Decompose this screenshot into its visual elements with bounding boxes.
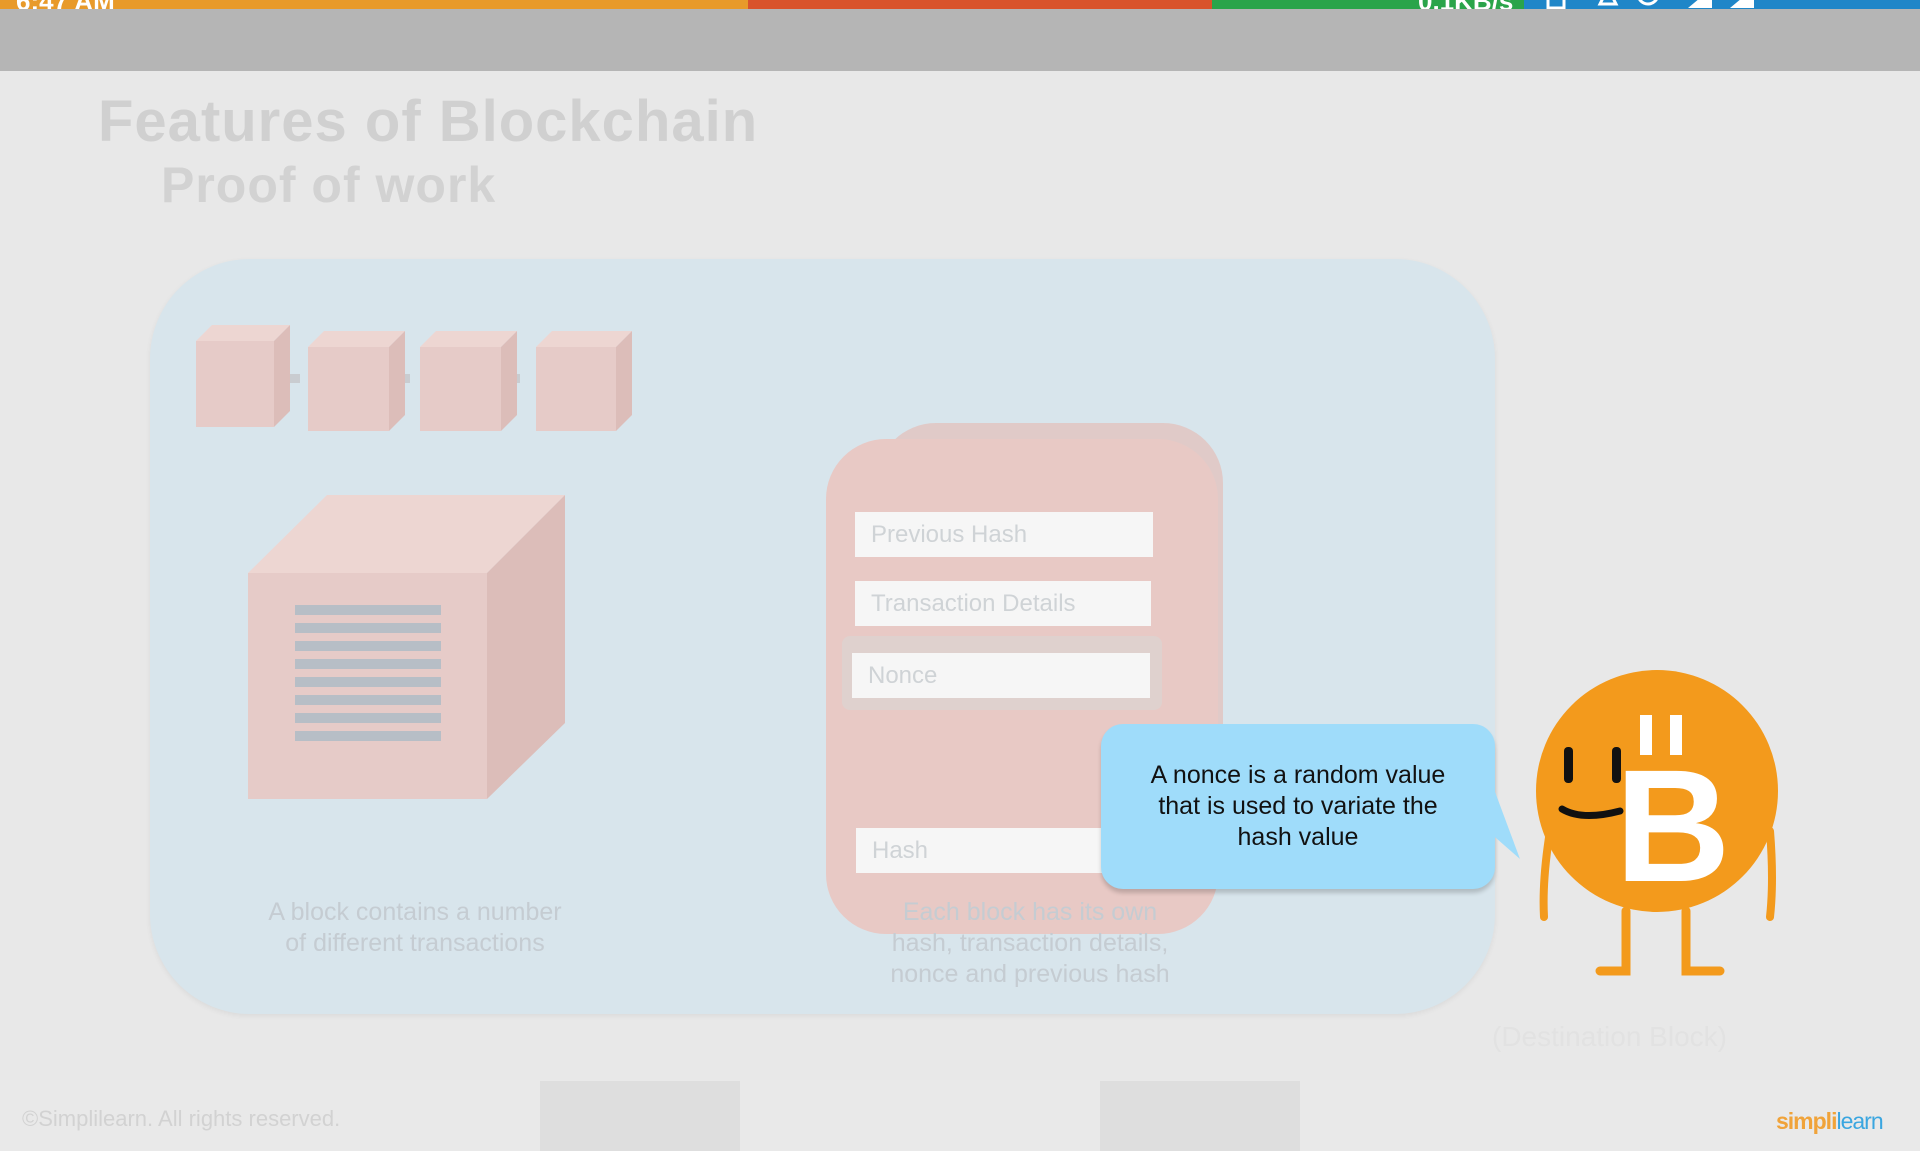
copyright-text: ©Simplilearn. All rights reserved. (22, 1106, 341, 1131)
transaction-block-cube (248, 495, 565, 799)
caption-line: Each block has its own (902, 898, 1158, 926)
status-bar-segment (1212, 0, 1524, 9)
hash-caption: Each block has its own hash, transaction… (830, 897, 1230, 990)
block-cube-4 (536, 331, 632, 431)
block-cube-1 (196, 325, 290, 427)
caption-line: A block contains a number (268, 898, 562, 926)
status-bar-segment (1524, 0, 1920, 9)
slide-title: Features of Blockchain (98, 89, 759, 154)
sim-card-icon (1546, 0, 1566, 9)
status-bar-segment (0, 0, 748, 9)
caption-line: nonce and previous hash (890, 960, 1170, 988)
bubble-line: hash value (1237, 823, 1359, 851)
blockchain-chain-illustration (196, 325, 632, 431)
background-decoration (540, 1081, 740, 1151)
previous-hash-field: Previous Hash (855, 512, 1153, 557)
bubble-line: A nonce is a random value (1150, 761, 1446, 789)
block-caption: A block contains a number of different t… (220, 897, 610, 959)
mute-icon (1597, 0, 1619, 6)
simplilearn-logo: simplilearn (1776, 1108, 1884, 1135)
logo-part: learn (1836, 1108, 1883, 1134)
alarm-icon (1638, 0, 1658, 6)
caption-line: of different transactions (285, 929, 545, 957)
hash-field: Hash (856, 828, 1106, 873)
network-speed: 0.1KB/s (1418, 0, 1513, 9)
status-icons (1546, 0, 1754, 9)
block-cube-2 (308, 331, 405, 431)
phone-status-bar: 6:47 AM 0.1KB/s (0, 0, 1920, 9)
signal-icon (1688, 0, 1712, 8)
app-toolbar (0, 9, 1920, 71)
signal-icon (1730, 0, 1754, 8)
status-time: 6:47 AM (16, 0, 115, 9)
faded-label: (Destination Block) (1492, 1021, 1727, 1052)
status-bar-segment (748, 0, 1212, 9)
nonce-field: Nonce (852, 653, 1150, 698)
transaction-lines-icon (295, 605, 441, 741)
bitcoin-symbol: B (1615, 736, 1731, 915)
transaction-details-field: Transaction Details (855, 581, 1151, 626)
block-cube-3 (420, 331, 517, 431)
nonce-tooltip-bubble: A nonce is a random value that is used t… (1101, 724, 1495, 889)
bubble-tail (1488, 773, 1520, 859)
background-decoration (1100, 1081, 1300, 1151)
logo-part: simpli (1776, 1108, 1837, 1134)
caption-line: hash, transaction details, (891, 929, 1169, 957)
bubble-line: that is used to variate the (1158, 792, 1438, 820)
slide-subtitle: Proof of work (161, 157, 497, 213)
presentation-slide: Features of Blockchain Proof of work (0, 71, 1920, 1151)
bitcoin-mascot-icon: B (1536, 670, 1778, 976)
